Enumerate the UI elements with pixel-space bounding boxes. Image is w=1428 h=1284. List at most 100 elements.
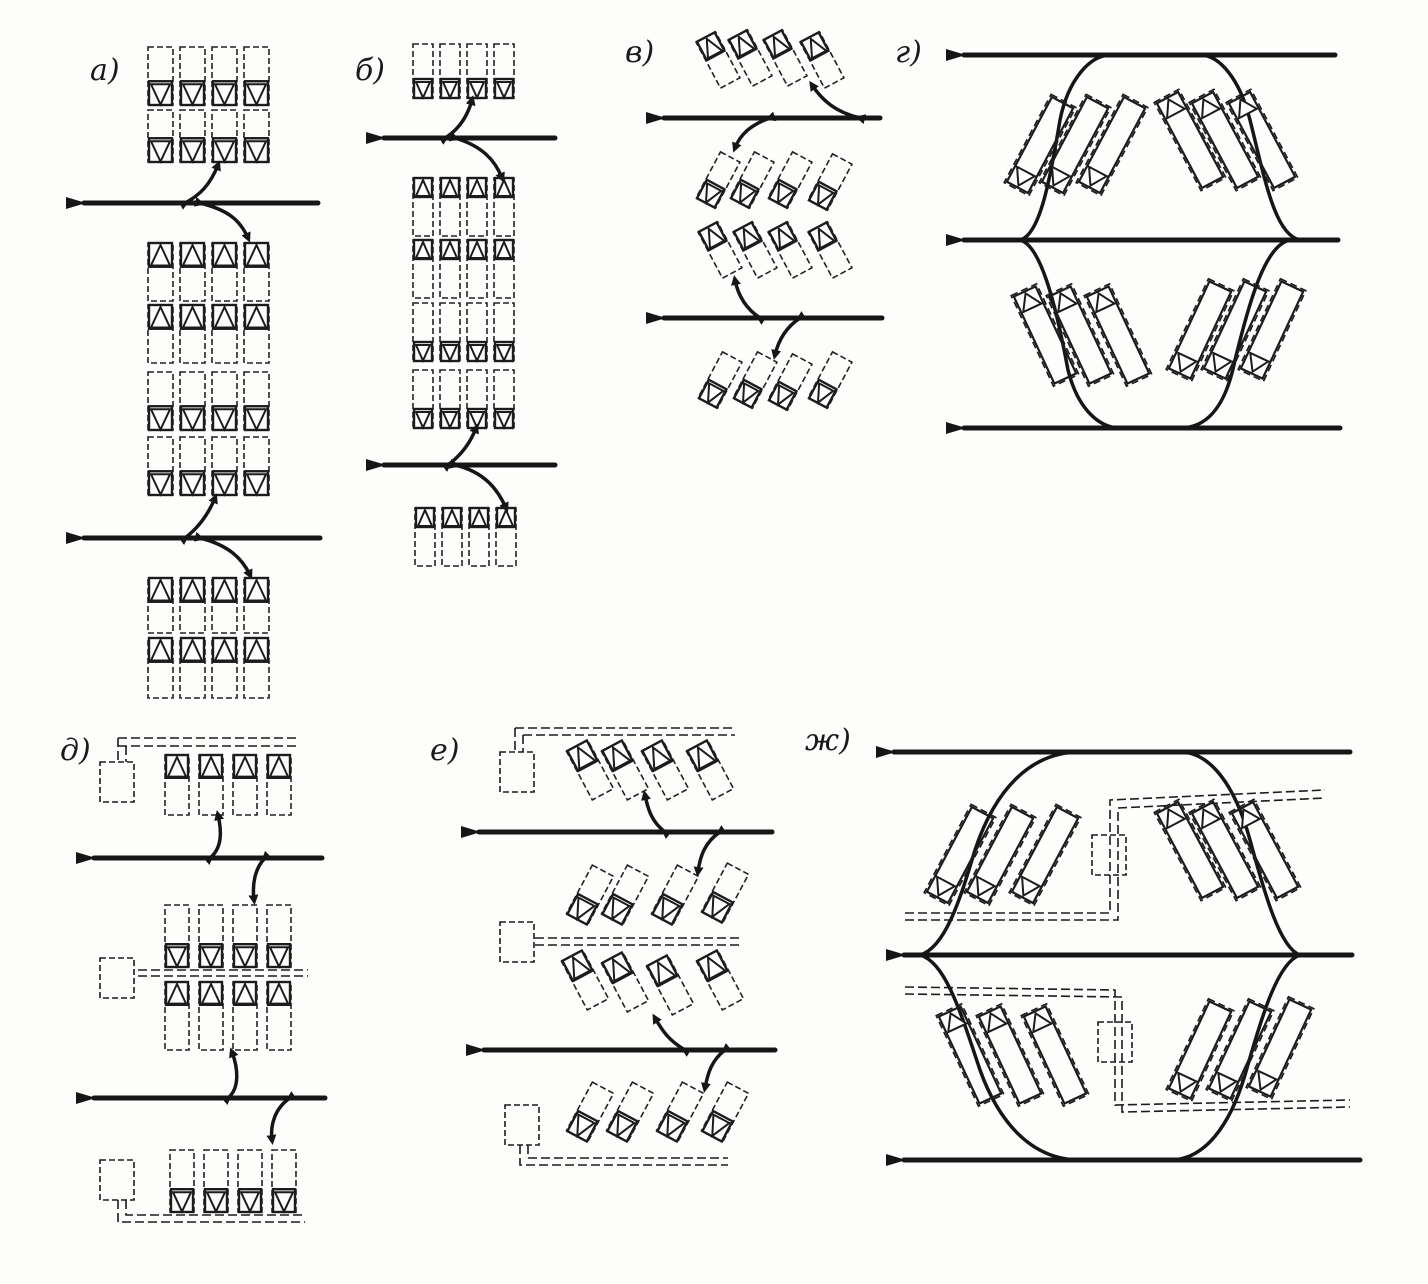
parking-stall	[806, 220, 854, 280]
bus-stall	[1245, 995, 1315, 1101]
parking-stall	[696, 220, 744, 280]
bus-nose-icon	[1249, 351, 1271, 374]
car-nose-icon	[742, 226, 761, 250]
car-nose-icon	[213, 408, 236, 432]
ramp-down-arrow	[448, 131, 505, 183]
car-nose-icon	[495, 177, 513, 197]
car-nose-icon	[576, 1112, 597, 1138]
parking-stall	[266, 980, 292, 1051]
angled-stall	[806, 220, 854, 280]
car-nose-icon	[416, 507, 434, 527]
car-nose-icon	[234, 754, 256, 778]
label-g: г)	[895, 35, 922, 70]
parking-stall	[232, 904, 258, 969]
car-nose-icon	[181, 577, 204, 602]
bus-nose-icon	[1057, 291, 1079, 314]
walkway	[535, 937, 742, 946]
angled-stall	[565, 864, 615, 927]
car-nose-icon	[200, 946, 222, 969]
car-nose-icon	[696, 745, 718, 771]
parking-stall	[243, 109, 270, 164]
parking-stall	[766, 150, 814, 210]
parking-stall	[412, 369, 434, 431]
angled-stall	[565, 1081, 615, 1144]
parking-stall	[731, 220, 779, 280]
bus-body	[1077, 95, 1147, 195]
bus-body	[1010, 805, 1080, 905]
upper-right-loop	[1199, 53, 1301, 242]
stall-outline	[147, 109, 174, 163]
parking-stall	[266, 904, 292, 969]
stall-outline	[179, 109, 206, 163]
parking-stall	[179, 636, 206, 699]
bus-stall	[963, 803, 1037, 907]
car-nose-icon	[273, 1191, 295, 1214]
car-nose-icon	[245, 473, 268, 497]
car-nose-icon	[234, 981, 256, 1005]
stall-outline	[412, 302, 434, 362]
bus-body	[1085, 284, 1151, 386]
bus-nose-icon	[975, 875, 997, 898]
parking-stall	[466, 238, 488, 299]
car-nose-icon	[213, 83, 236, 107]
parking-stall	[700, 1081, 750, 1144]
parking-stall	[806, 152, 854, 212]
car-nose-icon	[706, 955, 728, 981]
bus-body	[1012, 284, 1078, 386]
lower-right-loop	[1169, 953, 1301, 1162]
parking-stall	[806, 350, 854, 410]
parking-stall	[466, 43, 488, 101]
bus-stall-outline	[1008, 803, 1082, 907]
angled-stall	[655, 1081, 705, 1144]
bus-body	[1005, 95, 1075, 195]
parking-stall	[179, 109, 206, 164]
parking-stall	[211, 436, 238, 497]
ramp-up-arrow	[731, 275, 767, 325]
bus-nose-icon	[1165, 807, 1187, 830]
parking-stall	[685, 738, 735, 801]
bus-stall-outline	[1038, 93, 1112, 197]
bus-stall-outline	[1165, 997, 1235, 1103]
bus-body	[1155, 90, 1225, 190]
bus-stall	[975, 1002, 1045, 1108]
bus-stall	[923, 803, 997, 907]
parking-stall	[655, 1081, 705, 1144]
stall-outline	[466, 302, 488, 362]
car-nose-icon	[809, 36, 828, 60]
booth-icon	[99, 761, 135, 803]
parking-stall	[695, 948, 745, 1011]
angled-stall	[726, 28, 774, 88]
parking-stall	[412, 176, 434, 237]
bus-stall-outline	[1225, 88, 1299, 192]
parking-stall	[439, 238, 461, 299]
bus-stall	[1020, 1002, 1090, 1108]
parking-stall	[493, 369, 515, 431]
angled-stall	[806, 152, 854, 212]
bus-nose-icon	[935, 875, 957, 898]
bus-body	[925, 805, 995, 905]
car-nose-icon	[166, 946, 188, 969]
upper-right-loop	[1179, 750, 1301, 957]
car-nose-icon	[741, 381, 761, 405]
parking-stall	[798, 30, 846, 90]
car-nose-icon	[181, 242, 204, 267]
parking-stall	[468, 506, 490, 567]
bus-body	[1155, 800, 1225, 900]
car-nose-icon	[149, 577, 172, 602]
car-nose-icon	[816, 183, 836, 207]
bus-stall-outline	[1045, 282, 1115, 388]
parking-stall	[243, 436, 270, 497]
car-nose-icon	[213, 637, 236, 662]
parking-stall	[439, 369, 461, 431]
bus-body	[965, 805, 1035, 905]
bus-body	[1047, 284, 1113, 386]
bus-stall-outline	[935, 1002, 1005, 1108]
parking-stall	[266, 753, 292, 816]
bus-nose-icon	[1050, 165, 1072, 188]
angled-stall	[650, 864, 700, 927]
bus-stall-outline	[1153, 798, 1227, 902]
bus-stall	[1075, 93, 1149, 197]
car-nose-icon	[245, 577, 268, 602]
car-nose-icon	[772, 34, 791, 58]
